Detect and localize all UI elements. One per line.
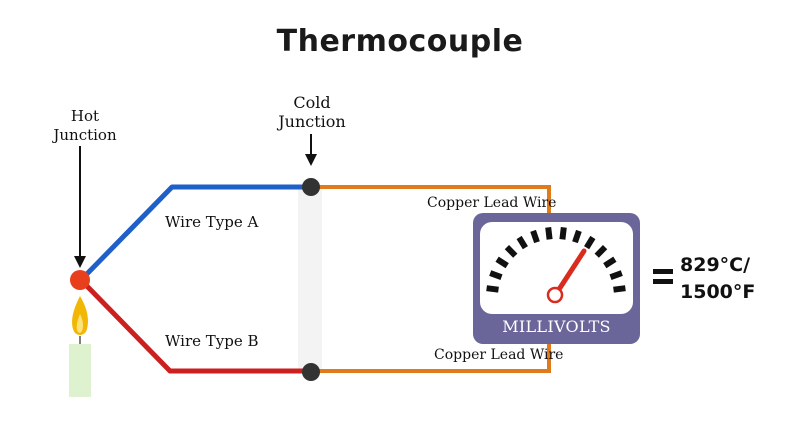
meter-tick <box>516 235 528 250</box>
hot-junction-label-line2: Junction <box>53 126 117 144</box>
meter-needle <box>553 248 587 297</box>
meter-tick <box>489 270 503 281</box>
copper-lead-wire-bottom-label: Copper Lead Wire <box>434 347 564 363</box>
candle-body <box>69 344 91 397</box>
meter-tick <box>609 270 623 281</box>
cold-junction-block <box>298 188 322 372</box>
meter-face <box>480 222 633 314</box>
result-fahrenheit: 1500°F <box>680 281 756 303</box>
meter-tick <box>545 227 553 240</box>
cold-junction-label-line2: Junction <box>278 112 346 131</box>
result-celsius: 829°C/ <box>680 254 751 276</box>
meter-tick <box>613 285 626 293</box>
copper-lead-wire-top-label: Copper Lead Wire <box>427 195 557 211</box>
meter-tick <box>594 245 608 258</box>
cold-junction-arrow <box>305 134 317 166</box>
meter-label: MILLIVOLTS <box>502 317 611 336</box>
hot-junction-arrow <box>74 146 86 268</box>
meter-tick <box>530 229 540 244</box>
cold-junction-terminal-top <box>302 178 320 196</box>
meter-dial-ticks <box>486 227 626 293</box>
meter-tick <box>572 229 582 244</box>
wire-type-b-label: Wire Type B <box>165 332 259 350</box>
equals-sign <box>653 269 673 284</box>
copper-lead-wire-bottom <box>312 342 551 373</box>
hot-junction-label-line1: Hot <box>70 107 100 125</box>
cold-junction-label-line1: Cold <box>293 93 331 112</box>
candle <box>69 296 91 397</box>
cold-junction-terminal-bottom <box>302 363 320 381</box>
meter-tick <box>584 235 596 250</box>
wire-type-b <box>79 278 312 374</box>
hot-junction-dot <box>70 270 90 290</box>
millivolt-meter <box>473 213 640 344</box>
wire-type-a-label: Wire Type A <box>165 213 259 231</box>
wire-type-a <box>79 184 312 282</box>
diagram-title: Thermocouple <box>276 24 524 59</box>
temperature-result: 829°C/ 1500°F <box>680 252 755 306</box>
meter-tick <box>559 227 567 240</box>
meter-tick <box>504 245 518 258</box>
meter-pivot <box>546 286 564 304</box>
hot-junction-label: Hot Junction <box>45 107 125 145</box>
meter-tick <box>603 256 617 269</box>
copper-lead-wire-top <box>312 185 551 216</box>
meter-tick <box>495 256 509 269</box>
meter-tick <box>486 285 499 293</box>
cold-junction-label: Cold Junction <box>272 93 352 131</box>
